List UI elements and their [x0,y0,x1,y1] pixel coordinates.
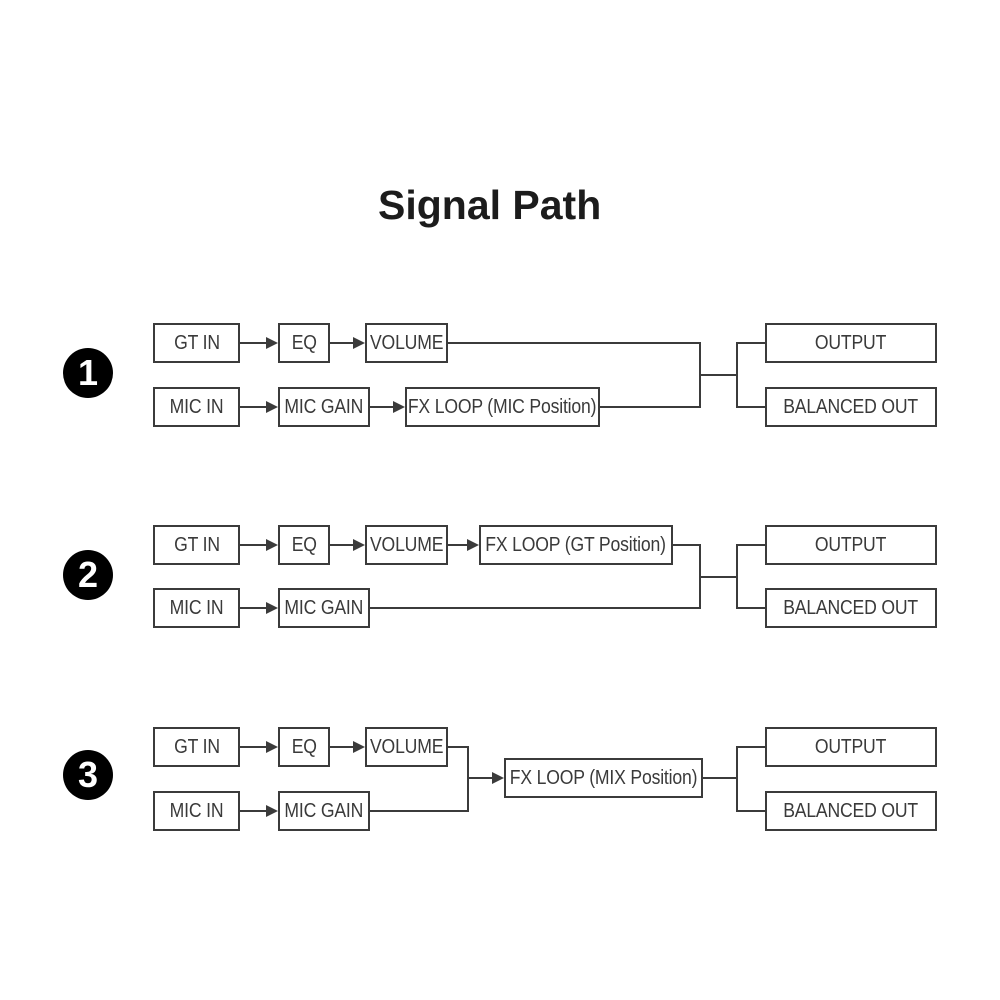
box-balanced-out: BALANCED OUT [765,588,937,628]
connector-line [240,544,268,546]
step-badge-3: 3 [63,750,113,800]
connector-line [240,342,268,344]
connector-line [330,544,355,546]
connector-line [736,406,765,408]
box-label: EQ [291,331,317,354]
connector-line [240,406,268,408]
box-label: MIC GAIN [284,799,364,822]
box-label: FX LOOP (GT Position) [485,533,667,556]
connector-line [736,544,738,609]
box-fx-loop: FX LOOP (MIX Position) [504,758,703,798]
box-label: BALANCED OUT [783,799,919,822]
box-mic-in: MIC IN [153,387,240,427]
box-mic-gain: MIC GAIN [278,387,370,427]
box-balanced-out: BALANCED OUT [765,791,937,831]
arrowhead-icon [266,602,278,614]
box-label: GT IN [173,533,220,556]
arrowhead-icon [266,741,278,753]
box-volume: VOLUME [365,727,448,767]
box-gt-in: GT IN [153,323,240,363]
page-title: Signal Path [378,182,602,228]
connector-line [673,544,701,546]
box-label: MIC IN [169,395,224,418]
connector-line [736,746,765,748]
box-eq: EQ [278,323,330,363]
box-eq: EQ [278,727,330,767]
box-label: MIC IN [169,799,224,822]
connector-line [699,576,738,578]
connector-line [736,746,738,812]
arrowhead-icon [353,741,365,753]
box-mic-in: MIC IN [153,588,240,628]
connector-line [736,342,738,408]
connector-line [330,342,355,344]
arrowhead-icon [266,805,278,817]
connector-line [699,374,738,376]
box-label: EQ [291,533,317,556]
arrowhead-icon [393,401,405,413]
box-label: EQ [291,735,317,758]
connector-line [448,746,469,748]
box-balanced-out: BALANCED OUT [765,387,937,427]
connector-line [467,746,469,812]
box-label: OUTPUT [815,533,887,556]
box-label: GT IN [173,735,220,758]
box-label: MIC GAIN [284,395,364,418]
box-mic-in: MIC IN [153,791,240,831]
box-label: BALANCED OUT [783,395,919,418]
connector-line [370,810,469,812]
connector-line [448,342,701,344]
arrowhead-icon [467,539,479,551]
connector-line [736,342,765,344]
box-gt-in: GT IN [153,727,240,767]
box-eq: EQ [278,525,330,565]
connector-line [703,777,738,779]
box-mic-gain: MIC GAIN [278,588,370,628]
box-label: VOLUME [369,331,444,354]
box-label: VOLUME [369,735,444,758]
box-label: GT IN [173,331,220,354]
connector-line [736,810,765,812]
connector-line [370,607,701,609]
connector-line [330,746,355,748]
arrowhead-icon [266,539,278,551]
arrowhead-icon [266,401,278,413]
box-output: OUTPUT [765,525,937,565]
box-volume: VOLUME [365,525,448,565]
box-volume: VOLUME [365,323,448,363]
box-gt-in: GT IN [153,525,240,565]
connector-line [736,544,765,546]
arrowhead-icon [266,337,278,349]
box-mic-gain: MIC GAIN [278,791,370,831]
arrowhead-icon [353,539,365,551]
box-label: OUTPUT [815,331,887,354]
box-label: FX LOOP (MIC Position) [408,395,597,418]
step-badge-2: 2 [63,550,113,600]
box-label: FX LOOP (MIX Position) [509,766,698,789]
box-output: OUTPUT [765,727,937,767]
connector-line [240,810,268,812]
connector-line [370,406,395,408]
box-output: OUTPUT [765,323,937,363]
connector-line [240,607,268,609]
box-fx-loop: FX LOOP (MIC Position) [405,387,600,427]
box-fx-loop: FX LOOP (GT Position) [479,525,673,565]
arrowhead-icon [353,337,365,349]
step-badge-1: 1 [63,348,113,398]
connector-line [600,406,701,408]
box-label: VOLUME [369,533,444,556]
connector-line [736,607,765,609]
box-label: BALANCED OUT [783,596,919,619]
connector-line [240,746,268,748]
connector-line [467,777,492,779]
arrowhead-icon [492,772,504,784]
box-label: OUTPUT [815,735,887,758]
connector-line [448,544,469,546]
box-label: MIC IN [169,596,224,619]
box-label: MIC GAIN [284,596,364,619]
